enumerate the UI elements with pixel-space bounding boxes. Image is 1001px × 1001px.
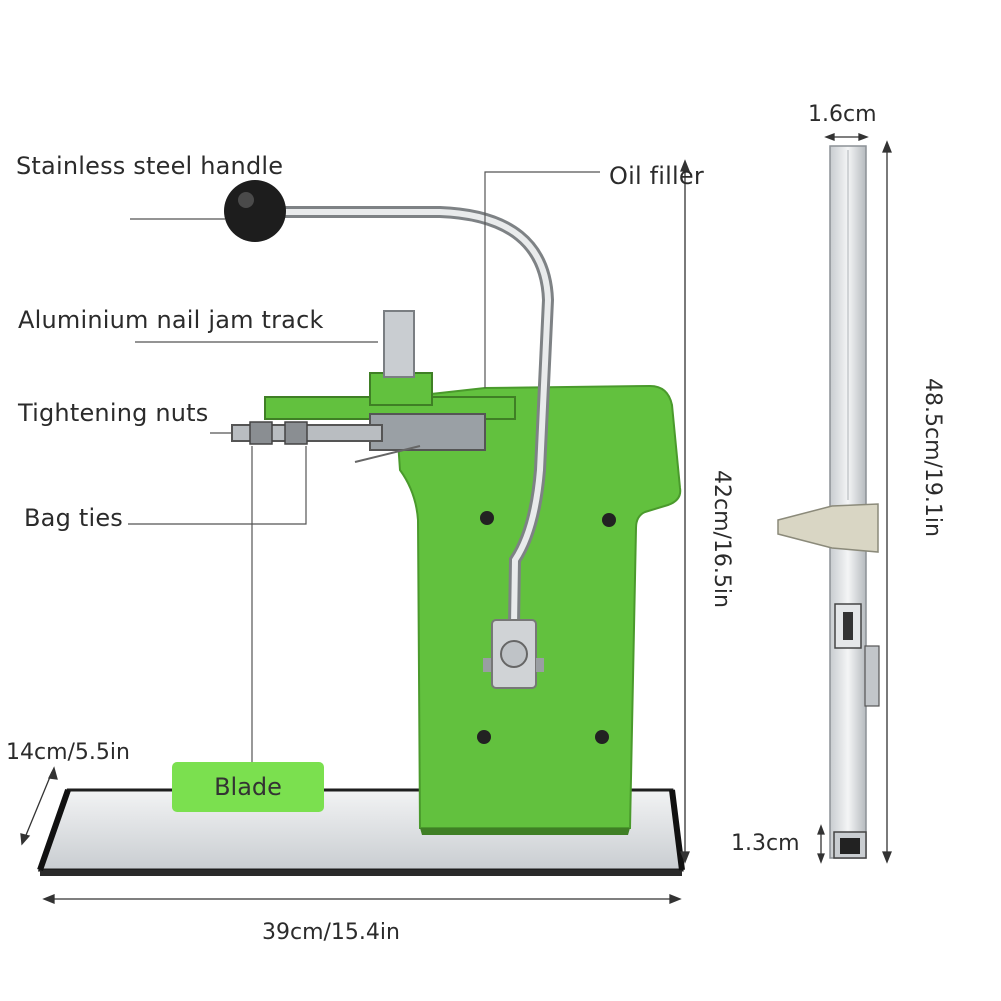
nail-rail [777,145,880,859]
dimension-rail-width: 1.6cm [808,102,877,127]
dimension-width: 39cm/15.4in [262,920,400,945]
dimension-depth: 14cm/5.5in [6,740,130,765]
screw-icon [480,511,494,525]
dimension-arrows [20,133,892,904]
label-oil-filler: Oil filler [609,162,704,190]
screw-icon [602,513,616,527]
label-bag-ties: Bag ties [24,504,123,532]
nail-track-assembly [231,310,516,463]
handle-rod [224,180,555,689]
screw-icon [595,730,609,744]
tightening-nut [284,421,308,445]
handle-knob-icon [224,180,286,242]
screw-icon [477,730,491,744]
label-tightening-nuts: Tightening nuts [18,399,209,427]
label-aluminium-nail-jam-track: Aluminium nail jam track [18,306,324,334]
label-blade: Blade [172,762,324,812]
dimension-rail-end: 1.3cm [731,831,800,856]
label-stainless-steel-handle: Stainless steel handle [16,152,284,180]
green-body [393,384,682,835]
aluminium-track [383,310,415,378]
leader-lines [128,171,600,762]
dimension-height: 42cm/16.5in [709,470,734,608]
dimension-rail-length: 48.5cm/19.1in [920,378,945,537]
tightening-nut [249,421,273,445]
